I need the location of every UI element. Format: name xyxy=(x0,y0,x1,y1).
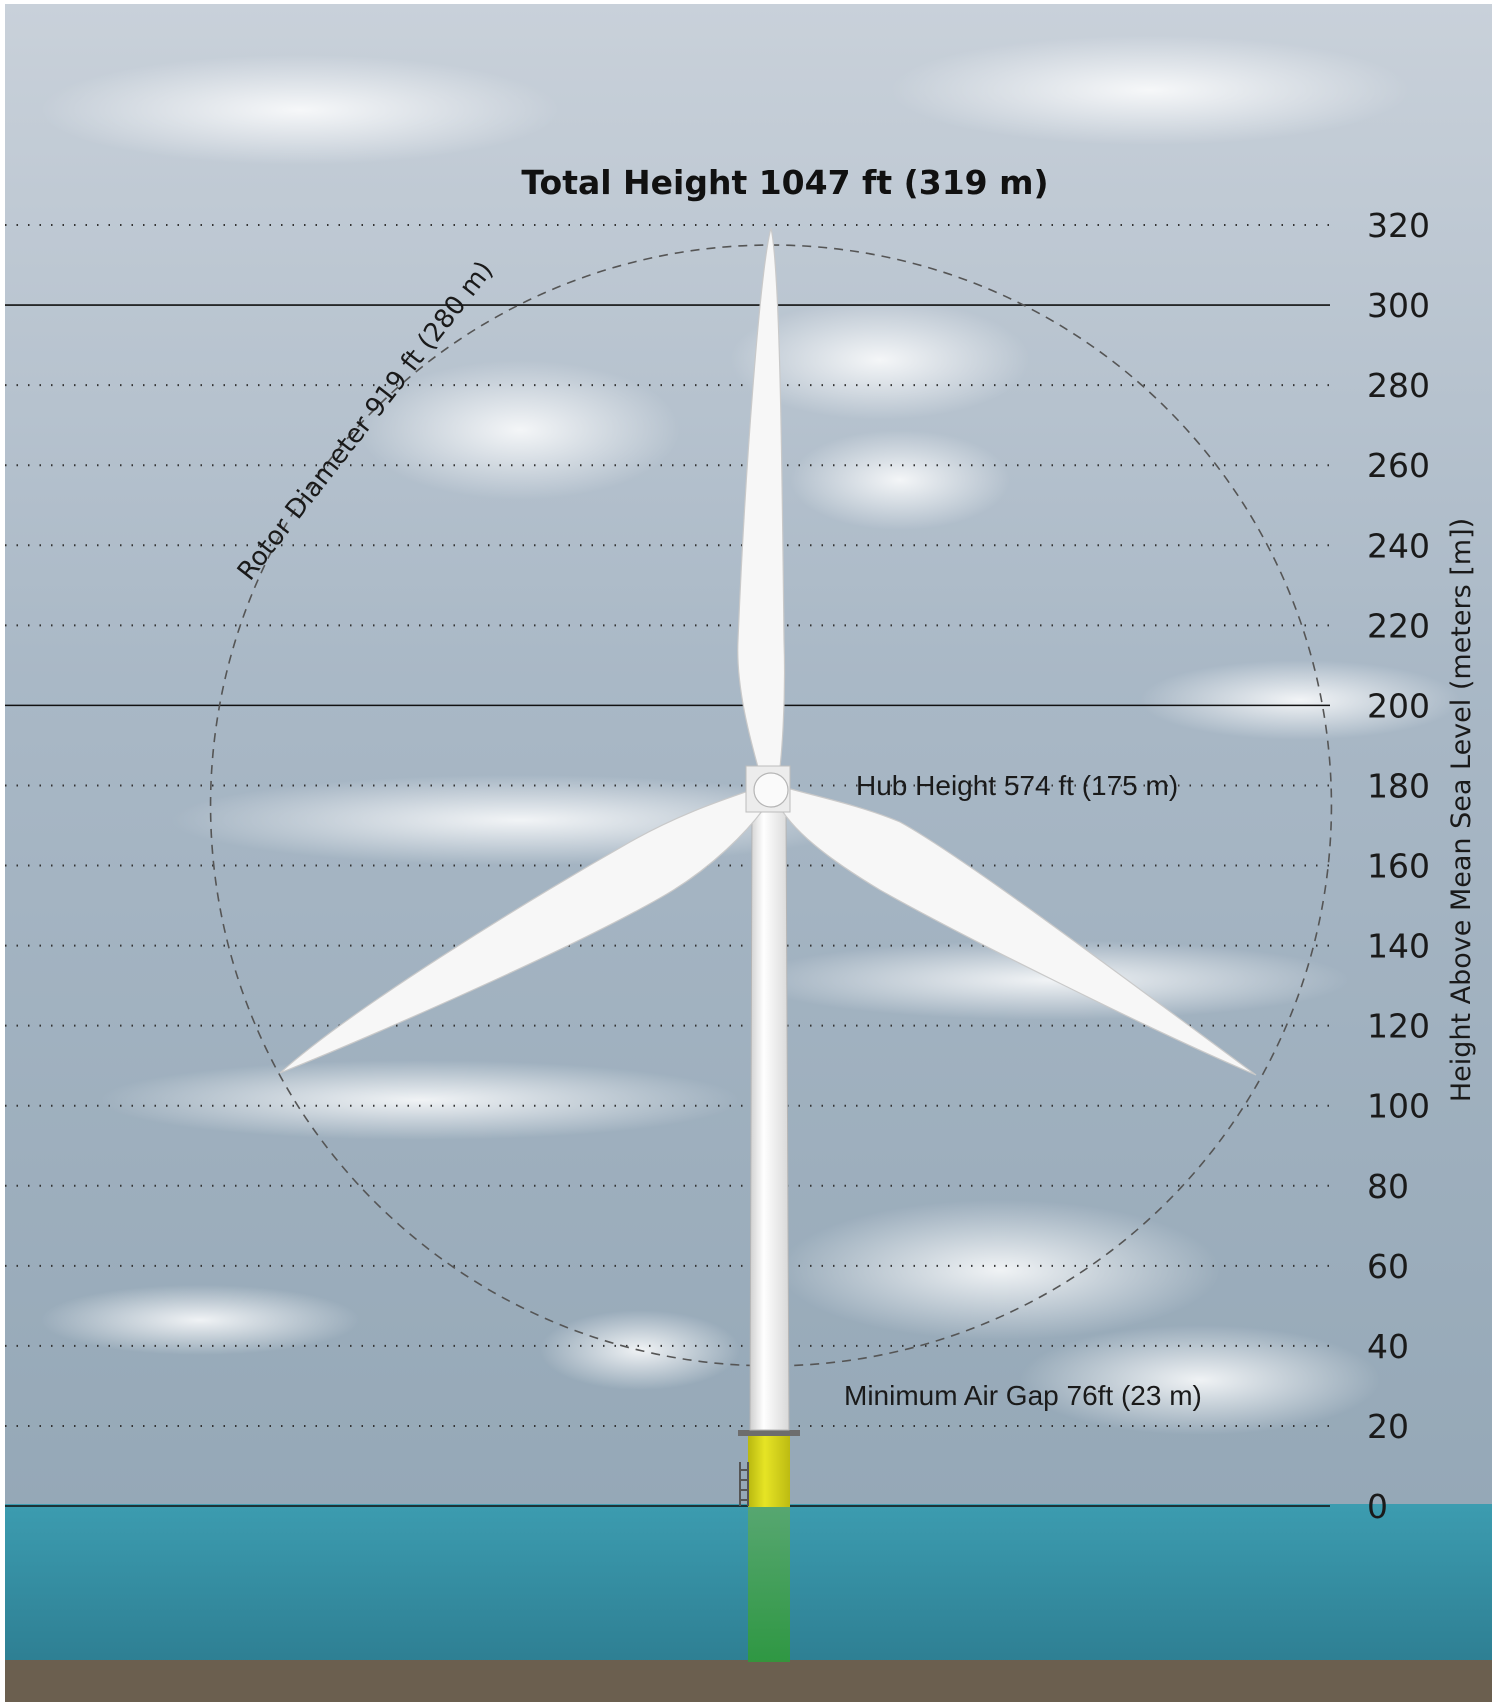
rotor-hub xyxy=(753,772,789,808)
height-gridlines xyxy=(5,224,1330,1507)
hub-height-label: Hub Height 574 ft (175 m) xyxy=(856,770,1178,801)
turbine-tower xyxy=(749,807,790,1431)
tick-label-280: 280 xyxy=(1367,366,1430,405)
blade-right xyxy=(775,785,1257,1076)
total-height-title: Total Height 1047 ft (319 m) xyxy=(521,163,1048,202)
tick-label-260: 260 xyxy=(1367,446,1430,485)
tick-label-180: 180 xyxy=(1367,766,1430,805)
transition-piece xyxy=(748,1435,790,1507)
tick-label-60: 60 xyxy=(1367,1247,1409,1286)
boat-ladder xyxy=(739,1462,749,1506)
clouds xyxy=(40,35,1460,1435)
sky-background xyxy=(5,4,1492,1506)
tick-label-120: 120 xyxy=(1367,1007,1430,1046)
tick-label-140: 140 xyxy=(1367,927,1430,966)
platform-flange xyxy=(738,1430,800,1436)
submerged-monopile xyxy=(748,1506,790,1662)
tick-label-300: 300 xyxy=(1367,286,1430,325)
tick-label-80: 80 xyxy=(1367,1167,1409,1206)
tick-label-200: 200 xyxy=(1367,686,1430,725)
tick-label-240: 240 xyxy=(1367,526,1430,565)
tick-label-220: 220 xyxy=(1367,606,1430,645)
tick-label-160: 160 xyxy=(1367,847,1430,886)
blade-left xyxy=(279,785,771,1074)
tick-label-320: 320 xyxy=(1367,206,1430,245)
tick-label-0: 0 xyxy=(1367,1487,1388,1526)
height-axis-ticks: 0 20 40 60 80 100 120 140 160 180 200 220 240 260 280 3… xyxy=(1367,206,1430,1526)
tick-label-100: 100 xyxy=(1367,1087,1430,1126)
height-axis-title: Height Above Mean Sea Level (meters [m]) xyxy=(1446,518,1477,1102)
tick-label-40: 40 xyxy=(1367,1327,1409,1366)
min-air-gap-label: Minimum Air Gap 76ft (23 m) xyxy=(844,1380,1202,1411)
seabed xyxy=(5,1660,1492,1702)
tick-label-20: 20 xyxy=(1367,1407,1409,1446)
